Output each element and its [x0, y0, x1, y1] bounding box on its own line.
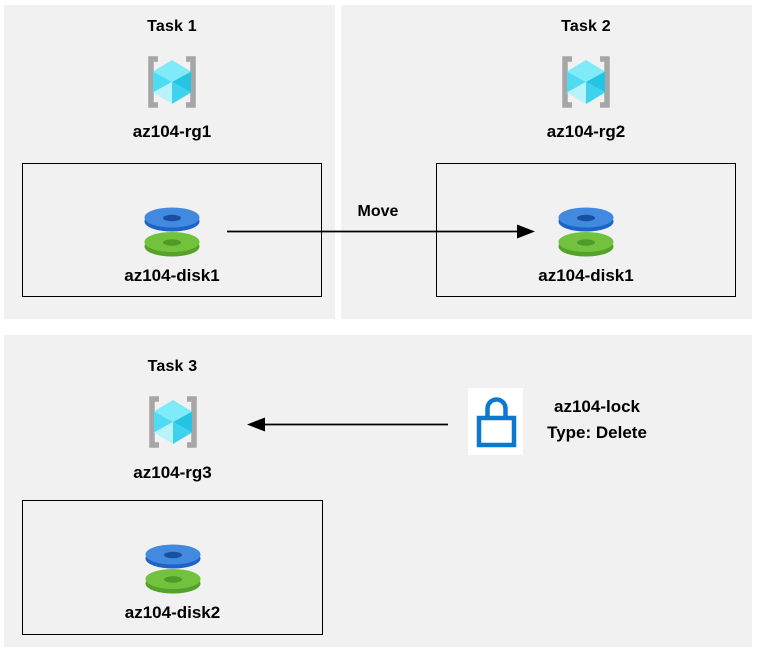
- task1-title: Task 1: [147, 18, 197, 35]
- managed-disk-icon: [144, 543, 202, 595]
- lock-labels: az104-lock Type: Delete: [507, 394, 687, 446]
- task3-panel: Task 3 az104-rg3: [4, 335, 752, 647]
- task3-content: Task 3 az104-rg3: [22, 335, 323, 647]
- lock-type: Type: Delete: [547, 423, 647, 442]
- resource-group-icon: [142, 394, 204, 451]
- task1-panel: Task 1 az104-rg1: [4, 5, 335, 319]
- task2-content: Task 2 az104-rg2: [436, 5, 736, 319]
- resource-group-icon: [141, 54, 203, 111]
- task1-disk-box: az104-disk1: [22, 163, 322, 297]
- move-arrow-label: Move: [357, 203, 399, 220]
- disk-label: az104-disk1: [538, 266, 634, 285]
- managed-disk-icon: [143, 206, 201, 258]
- resource-group-label: az104-rg2: [546, 122, 626, 141]
- resource-group-label: az104-rg3: [133, 463, 212, 482]
- task2-disk-box: az104-disk1: [436, 163, 736, 297]
- resource-group-label: az104-rg1: [132, 122, 212, 141]
- lock-name: az104-lock: [554, 397, 640, 416]
- lock-icon: [468, 388, 523, 455]
- task1-content: Task 1 az104-rg1: [22, 5, 322, 319]
- managed-disk-icon: [557, 206, 615, 258]
- disk-label: az104-disk2: [124, 603, 221, 622]
- resource-group-icon: [555, 54, 617, 111]
- task2-panel: Task 2 az104-rg2: [341, 5, 752, 319]
- disk-label: az104-disk1: [124, 266, 220, 285]
- task3-disk-box: az104-disk2: [22, 500, 323, 635]
- task3-title: Task 3: [147, 358, 198, 375]
- task2-title: Task 2: [561, 18, 611, 35]
